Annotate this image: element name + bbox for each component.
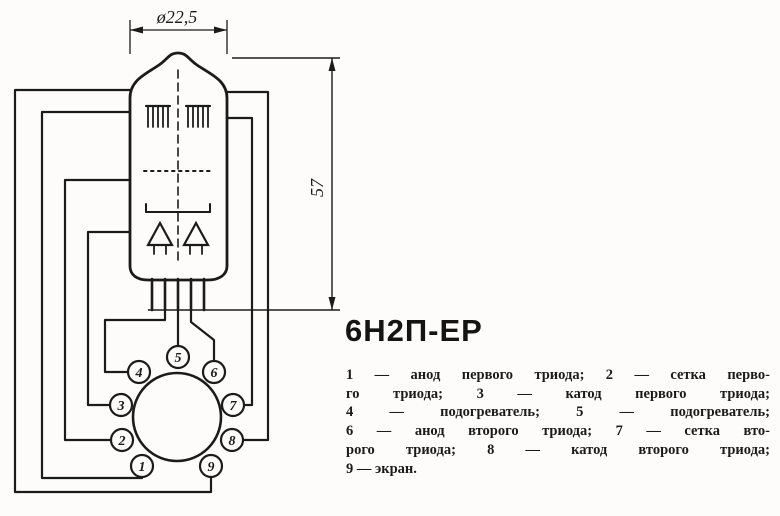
height-label: 57 <box>307 178 327 197</box>
socket-pin-8: 8 <box>219 427 245 453</box>
wire-pin8 <box>225 90 270 442</box>
wiring <box>13 88 270 494</box>
arrowhead-left <box>130 26 143 34</box>
wire-pin9 <box>13 88 213 494</box>
arrowhead-top <box>328 58 336 71</box>
pin-6-label: 6 <box>211 366 218 381</box>
legend-line-6: 9 — экран. <box>346 460 417 477</box>
pin-3-label: 3 <box>117 399 125 414</box>
pin-2-label: 2 <box>118 434 126 449</box>
socket-pin-9: 9 <box>198 453 224 479</box>
legend-line-3: 4 — подогреватель; 5 — подогреватель; <box>346 404 770 421</box>
diameter-dimension: ø22,5 <box>129 7 228 54</box>
pin-5-label: 5 <box>175 351 182 366</box>
pin-8-label: 8 <box>229 434 236 449</box>
upper-electrode-right <box>184 104 212 128</box>
lower-electrode-left <box>146 220 174 247</box>
electrode-legs <box>153 244 203 255</box>
mica-spacer <box>145 203 211 213</box>
tube-type-title: 6Н2П-ЕР <box>345 313 483 348</box>
legend-line-4: 6 — анод второго триода; 7 — сетка вто- <box>346 423 770 440</box>
height-dimension: 57 <box>148 57 340 311</box>
socket-pin-3: 3 <box>108 392 134 418</box>
arrowhead-bottom <box>328 297 336 310</box>
wire-pin3 <box>86 230 132 407</box>
wire-pin4 <box>103 308 167 374</box>
pin-1-label: 1 <box>139 460 146 475</box>
pin-4-label: 4 <box>135 366 143 381</box>
socket-pin-6: 6 <box>201 359 227 385</box>
socket-view: 1 2 3 4 5 <box>108 344 246 479</box>
pinout-legend: 1 — анод первого триода; 2 — сетка перво… <box>346 366 770 478</box>
wire-pin6 <box>189 308 216 363</box>
tube-envelope <box>128 51 229 312</box>
arrowhead-right <box>214 26 227 34</box>
socket-pin-5: 5 <box>165 344 191 370</box>
socket-pin-2: 2 <box>109 427 135 453</box>
wire-pin1 <box>40 110 144 480</box>
lower-electrode-right <box>182 220 210 247</box>
diameter-label: ø22,5 <box>156 7 198 27</box>
wire-pin2 <box>63 178 132 442</box>
tube-base-pins <box>150 277 206 312</box>
socket-circle <box>131 371 223 463</box>
pin-9-label: 9 <box>208 460 215 475</box>
upper-electrode-left <box>144 104 172 128</box>
pin-7-label: 7 <box>230 399 238 414</box>
socket-pin-1: 1 <box>129 453 155 479</box>
wire-pin7 <box>225 116 254 407</box>
socket-pin-4: 4 <box>126 359 152 385</box>
legend-line-1: 1 — анод первого триода; 2 — сетка перво… <box>346 367 770 383</box>
socket-pin-7: 7 <box>220 392 246 418</box>
tube-internal-electrodes <box>143 69 213 265</box>
legend-line-2: го триода; 3 — катод первого триода; <box>346 385 770 402</box>
legend-line-5: рого триода; 8 — катод второго триода; <box>346 441 770 458</box>
socket-pins: 1 2 3 4 5 <box>108 344 246 479</box>
